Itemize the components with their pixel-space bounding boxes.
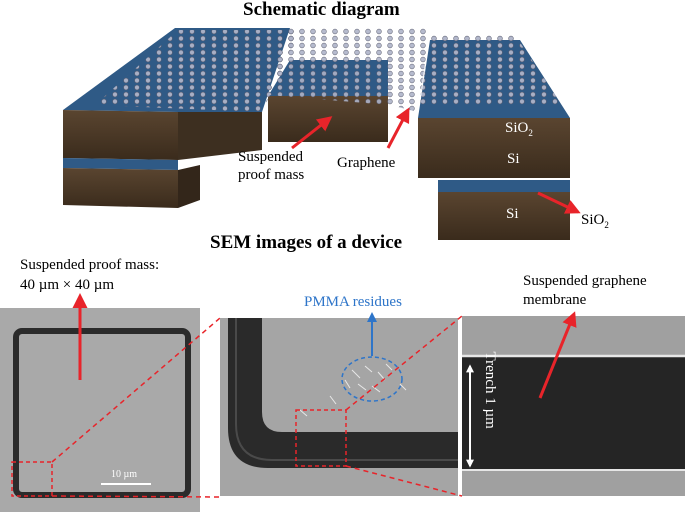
sem-title: SEM images of a device: [210, 232, 403, 253]
label-pmma: PMMA residues: [304, 294, 402, 310]
sem-panel-3: [462, 311, 685, 496]
label-sio2-top: SiO2: [505, 120, 533, 138]
schematic-title: Schematic diagram: [243, 0, 400, 20]
zoom-line-2-bottom: [345, 465, 463, 497]
schematic-diagram: [63, 28, 581, 240]
label-membrane-2: membrane: [523, 292, 587, 308]
right-lower-front: [438, 192, 570, 240]
arrow-proof-mass: [291, 116, 333, 150]
label-mass-2: 40 µm × 40 µm: [20, 277, 115, 293]
trench-region: [462, 356, 685, 470]
scale-bar-label: 10 µm: [111, 469, 138, 480]
arrow-sio2-right: [537, 191, 581, 214]
graphene-sheet-mid: [268, 28, 430, 112]
zoom-line-1-bottom: [51, 495, 221, 498]
label-si-top: Si: [507, 151, 520, 167]
arrow-membrane: [538, 311, 577, 399]
label-proof-mass: proof mass: [238, 167, 305, 183]
left-block-bottom-side: [178, 165, 200, 208]
label-trench: Trench 1 µm: [482, 351, 498, 429]
arrow-graphene: [386, 107, 410, 149]
right-lower-oxide: [438, 180, 570, 192]
label-mass-1: Suspended proof mass:: [20, 257, 160, 273]
left-block-side: [178, 112, 262, 160]
right-block-front: [418, 118, 570, 178]
sem-panel-1: [0, 293, 200, 512]
label-sio2-right: SiO2: [581, 212, 609, 230]
pmma-residue-flakes: [299, 363, 407, 417]
trench-L: [228, 318, 458, 468]
label-membrane-1: Suspended graphene: [523, 273, 647, 289]
zoom-box-2: [295, 409, 347, 467]
zoom-line-2-top: [345, 315, 463, 411]
label-suspended: Suspended: [238, 149, 303, 165]
zoom-line-1-top: [51, 317, 221, 463]
graphene-sheet-right: [420, 35, 562, 105]
pmma-residue-region: [341, 356, 403, 402]
sem-panel-2: [220, 312, 458, 496]
zoom-box-1: [11, 461, 53, 497]
left-block-bottom: [63, 168, 178, 208]
graphene-sheet-left: [95, 30, 300, 112]
label-si-bottom: Si: [506, 206, 519, 222]
left-block-oxide: [63, 158, 178, 170]
left-block-front: [63, 110, 178, 160]
label-graphene: Graphene: [337, 155, 396, 171]
proof-mass-outline: [13, 328, 191, 498]
